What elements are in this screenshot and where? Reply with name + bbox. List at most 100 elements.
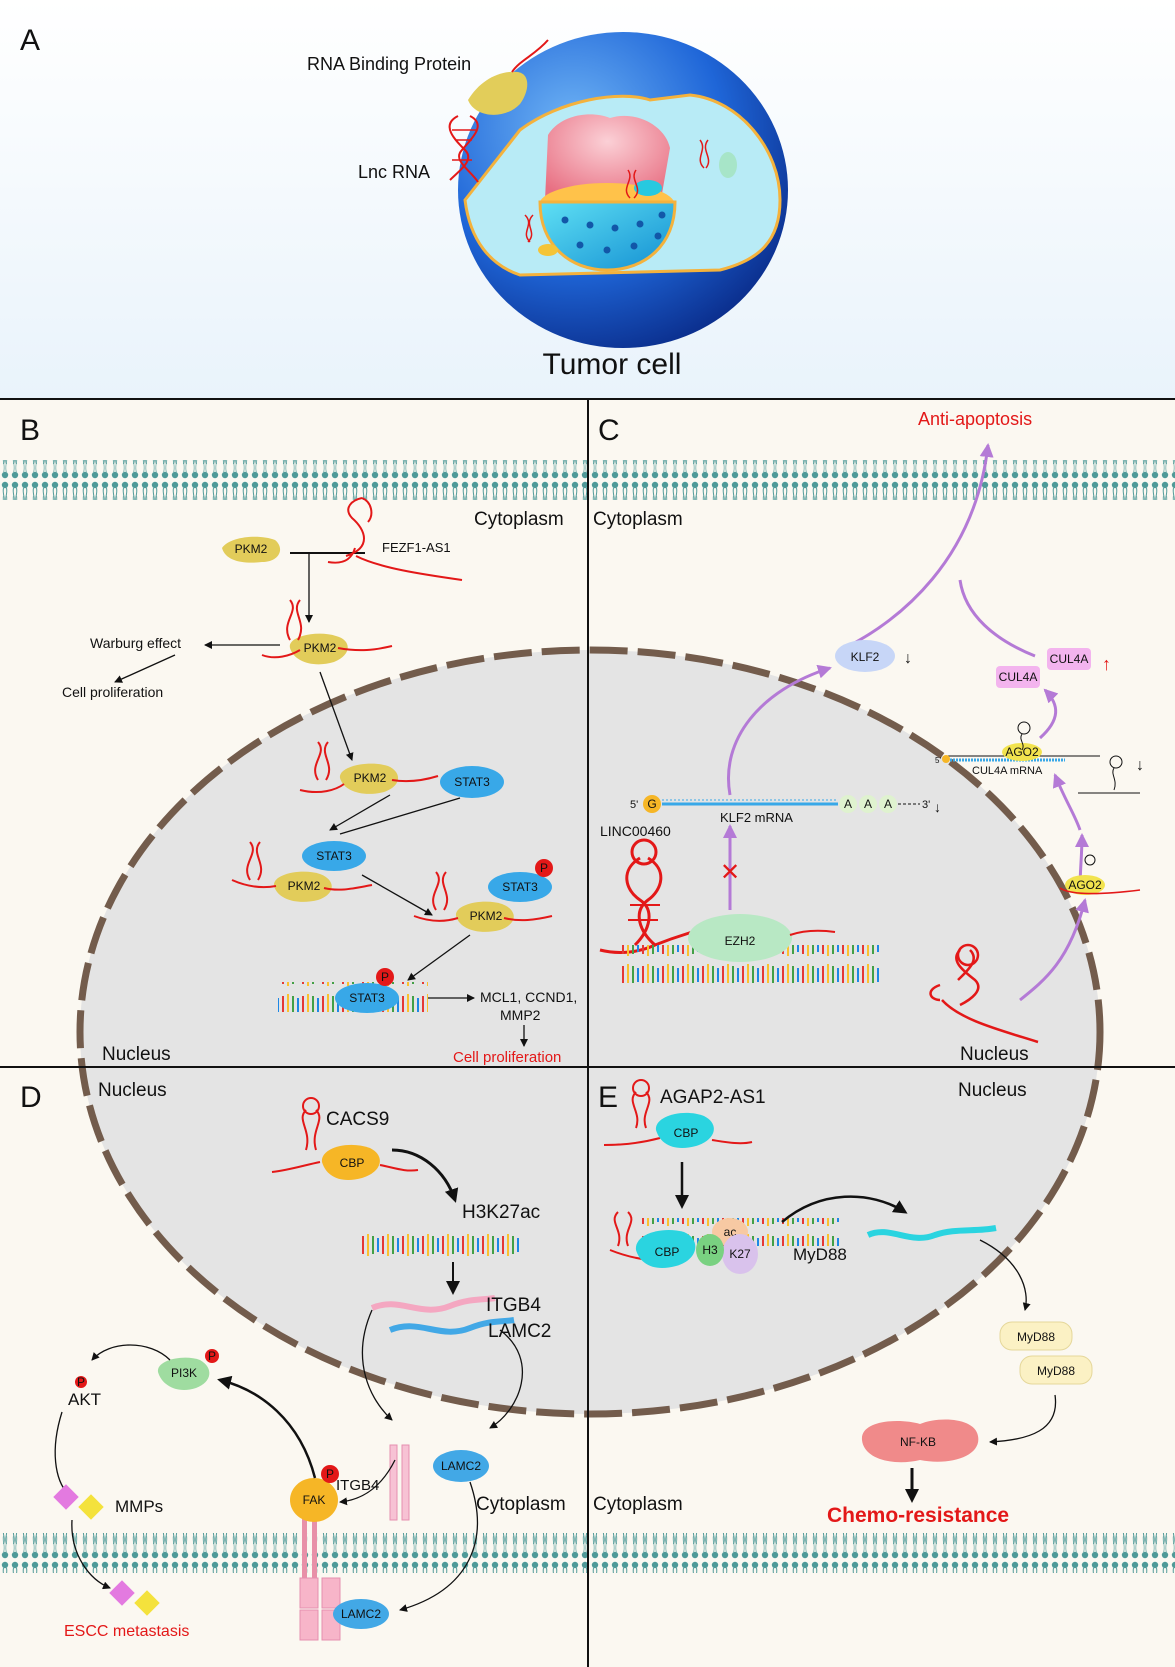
akt-label: AKT — [68, 1390, 101, 1409]
arrow-itgb4-to-fak — [339, 1459, 396, 1506]
svg-text:PKM2: PKM2 — [470, 909, 503, 923]
svg-text:MyD88: MyD88 — [1037, 1364, 1075, 1378]
svg-text:H3: H3 — [702, 1243, 718, 1257]
arrow-linc-to-ago2 — [1019, 898, 1089, 1002]
dna-stat3-binding: STAT3 P — [278, 968, 428, 1013]
arrow-transcription-e — [781, 1195, 908, 1223]
anti-apoptosis-outcome: Anti-apoptosis — [918, 409, 1032, 429]
warburg-label: Warburg effect — [90, 635, 181, 651]
arrow-lamc2-down — [399, 1481, 478, 1612]
tumor-cell-title: Tumor cell — [543, 348, 682, 381]
cul4a-up: ↑ — [1102, 654, 1111, 674]
escc-metastasis-outcome: ESCC metastasis — [64, 1623, 189, 1640]
svg-text:K27: K27 — [729, 1247, 751, 1261]
svg-text:P: P — [326, 1467, 334, 1481]
lnc-rna-label: Lnc RNA — [358, 162, 430, 182]
svg-text:PI3K: PI3K — [171, 1366, 197, 1380]
svg-text:P: P — [208, 1349, 216, 1363]
svg-text:CBP: CBP — [674, 1126, 699, 1140]
svg-text:MyD88: MyD88 — [1017, 1330, 1055, 1344]
integrin-transmembrane: LAMC2 — [299, 1505, 389, 1641]
svg-text:PKM2: PKM2 — [235, 542, 268, 556]
panel-b-letter: B — [20, 414, 40, 447]
arrow-to-cul4a-mrna — [1052, 773, 1082, 831]
panel-a-letter: A — [20, 24, 40, 57]
arrow-mmps-down — [71, 1519, 111, 1590]
mirna-down: ↓ — [1136, 757, 1144, 774]
agap2-as1-label: AGAP2-AS1 — [660, 1087, 766, 1108]
dna-d — [360, 1230, 520, 1258]
panel-b-cytoplasm: Cytoplasm — [474, 509, 564, 530]
svg-text:PKM2: PKM2 — [304, 641, 337, 655]
arrow-cul4a-merge — [958, 579, 1036, 658]
svg-text:EZH2: EZH2 — [725, 934, 756, 948]
h3k27ac-label: H3K27ac — [462, 1202, 540, 1223]
itgb4-mrna — [370, 1295, 496, 1313]
svg-text:STAT3: STAT3 — [349, 991, 385, 1005]
panel-b-nucleus: Nucleus — [102, 1044, 171, 1065]
arrow-itgb4-out — [361, 1309, 393, 1421]
pkm2-lnc-complex: PKM2 — [261, 599, 393, 665]
nfkb-protein: NF-KB — [861, 1419, 979, 1463]
ago2-complex: AGO2 — [1059, 854, 1141, 895]
pkm2-pstat3-complex: STAT3 P PKM2 — [413, 859, 553, 932]
lncrna-rbp-graphic — [448, 39, 549, 183]
cell-prolif-label-1: Cell proliferation — [62, 684, 163, 700]
targets-line2: MMP2 — [500, 1007, 541, 1023]
klf2-mrna-label: KLF2 mRNA — [720, 810, 793, 825]
stat3-free: STAT3 — [440, 766, 504, 798]
panel-e-nucleus: Nucleus — [958, 1080, 1027, 1101]
panel-c-letter: C — [598, 414, 620, 447]
svg-text:G: G — [647, 797, 656, 811]
cul4a-protein-2: CUL4A — [1047, 648, 1091, 670]
myd88-protein-1: MyD88 — [999, 1321, 1073, 1351]
arrow-to-phospho — [361, 874, 433, 916]
itgb4-label-top: ITGB4 — [486, 1295, 541, 1316]
arrow-cul4a-mrna-to-protein — [1038, 688, 1059, 740]
svg-text:LAMC2: LAMC2 — [441, 1459, 481, 1473]
panel-e-letter: E — [598, 1081, 618, 1114]
arrow-to-dna — [407, 934, 471, 981]
panel-d-nucleus: Nucleus — [98, 1080, 167, 1101]
lamc2-mrna — [388, 1317, 515, 1335]
fezf1-as1-label: FEZF1-AS1 — [382, 540, 451, 555]
klf2-three: 3' — [922, 799, 930, 811]
fezf1-pkm2-binding: PKM2 — [222, 497, 463, 623]
linc00460-nuclear-right — [929, 943, 1039, 1044]
arrow-to-anti-apoptosis — [844, 443, 994, 650]
myd88-gene-label: MyD88 — [793, 1245, 847, 1264]
svg-text:PKM2: PKM2 — [354, 771, 387, 785]
svg-text:AGO2: AGO2 — [1005, 745, 1039, 759]
fak-protein: FAK P — [290, 1465, 339, 1522]
nucleus — [76, 646, 1104, 1418]
free-mirna — [1078, 755, 1140, 794]
svg-text:P: P — [540, 861, 548, 875]
svg-text:STAT3: STAT3 — [316, 849, 352, 863]
itgb4-label-bottom: ITGB4 — [336, 1477, 379, 1494]
panel-d-cytoplasm: Cytoplasm — [476, 1494, 566, 1515]
klf2-protein: KLF2 — [835, 640, 895, 672]
arrow-pi3k-to-akt — [91, 1344, 171, 1361]
pkm2-nuclear: PKM2 — [299, 741, 439, 794]
svg-text:PKM2: PKM2 — [288, 879, 321, 893]
svg-text:CBP: CBP — [655, 1245, 680, 1259]
tumor-cell-illustration — [458, 32, 788, 348]
akt-phospho — [75, 1376, 87, 1388]
arrow-myd88-to-nfkb — [989, 1394, 1057, 1446]
linc00460-label: LINC00460 — [600, 823, 671, 839]
pkm2-stat3-complex: STAT3 PKM2 — [231, 841, 373, 902]
rbp-label: RNA Binding Protein — [307, 54, 471, 74]
cul4a-protein-1: CUL4A — [996, 666, 1040, 688]
svg-text:NF-KB: NF-KB — [900, 1435, 936, 1449]
cul4a-mrna: AGO2 — [942, 721, 1100, 763]
agap2-cbp-complex: CBP — [603, 1079, 753, 1149]
klf2-mrna: G A A A — [643, 795, 920, 813]
klf2-mrna-down: ↓ — [934, 799, 941, 815]
cbp-histone-complex: ac K27 H3 CBP — [609, 1211, 840, 1274]
arrow-fak-to-pi3k — [217, 1375, 317, 1479]
pi3k-protein: PI3K P — [157, 1349, 219, 1391]
panel-d-letter: D — [20, 1081, 42, 1114]
svg-text:STAT3: STAT3 — [502, 880, 538, 894]
myd88-protein-2: MyD88 — [1019, 1355, 1093, 1385]
svg-text:KLF2: KLF2 — [851, 650, 880, 664]
